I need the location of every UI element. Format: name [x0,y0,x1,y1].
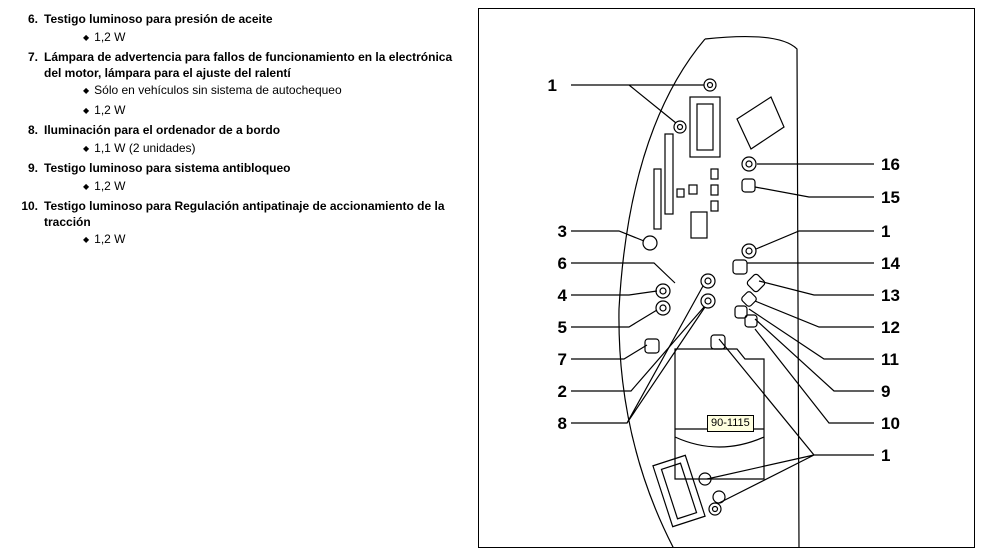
figure-code: 90-1115 [707,415,754,432]
callout-label: 8 [558,414,567,433]
list-item: 6. Testigo luminoso para presión de acei… [8,10,463,28]
list-item: 8. Iluminación para el ordenador de a bo… [8,121,463,139]
item-number: 7. [27,50,38,64]
circuit-board-drawing: 1 3 6 4 5 7 2 8 16 15 1 14 13 12 11 9 10… [548,35,900,547]
list-item: 9. Testigo luminoso para sistema antiblo… [8,159,463,177]
callout-label: 1 [881,222,890,241]
callout-label: 4 [558,286,568,305]
callout-label: 1 [881,446,890,465]
item-number: 10. [21,199,38,213]
item-title: Lámpara de advertencia para fallos de fu… [44,50,453,80]
callout-label: 6 [558,254,567,273]
item-number: 6. [27,12,38,26]
item-number: 9. [27,161,38,175]
callout-label: 1 [548,76,557,95]
item-spec: Sólo en vehículos sin sistema de autoche… [8,81,463,101]
item-title: Testigo luminoso para sistema antibloque… [44,161,291,175]
callout-label: 11 [881,350,899,369]
item-number: 8. [27,123,38,137]
list-item: 7. Lámpara de advertencia para fallos de… [8,48,463,81]
item-spec: 1,2 W [8,230,463,250]
callout-label: 12 [881,318,900,337]
callout-label: 13 [881,286,900,305]
callout-label: 7 [558,350,567,369]
item-spec: 1,2 W [8,177,463,197]
component-list: 6. Testigo luminoso para presión de acei… [8,10,463,250]
item-title: Testigo luminoso para Regulación antipat… [44,199,445,229]
callout-label: 5 [558,318,567,337]
instrument-cluster-diagram: 1 3 6 4 5 7 2 8 16 15 1 14 13 12 11 9 10… [478,8,975,548]
callout-label: 10 [881,414,900,433]
item-title: Iluminación para el ordenador de a bordo [44,123,281,137]
callout-label: 3 [558,222,567,241]
callout-label: 9 [881,382,890,401]
item-title: Testigo luminoso para presión de aceite [44,12,273,26]
item-spec: 1,2 W [8,28,463,48]
callout-label: 16 [881,155,900,174]
item-spec: 1,2 W [8,101,463,121]
callout-label: 14 [881,254,900,273]
callout-label: 2 [558,382,567,401]
list-item: 10. Testigo luminoso para Regulación ant… [8,197,463,230]
callout-label: 15 [881,188,900,207]
item-spec: 1,1 W (2 unidades) [8,139,463,159]
